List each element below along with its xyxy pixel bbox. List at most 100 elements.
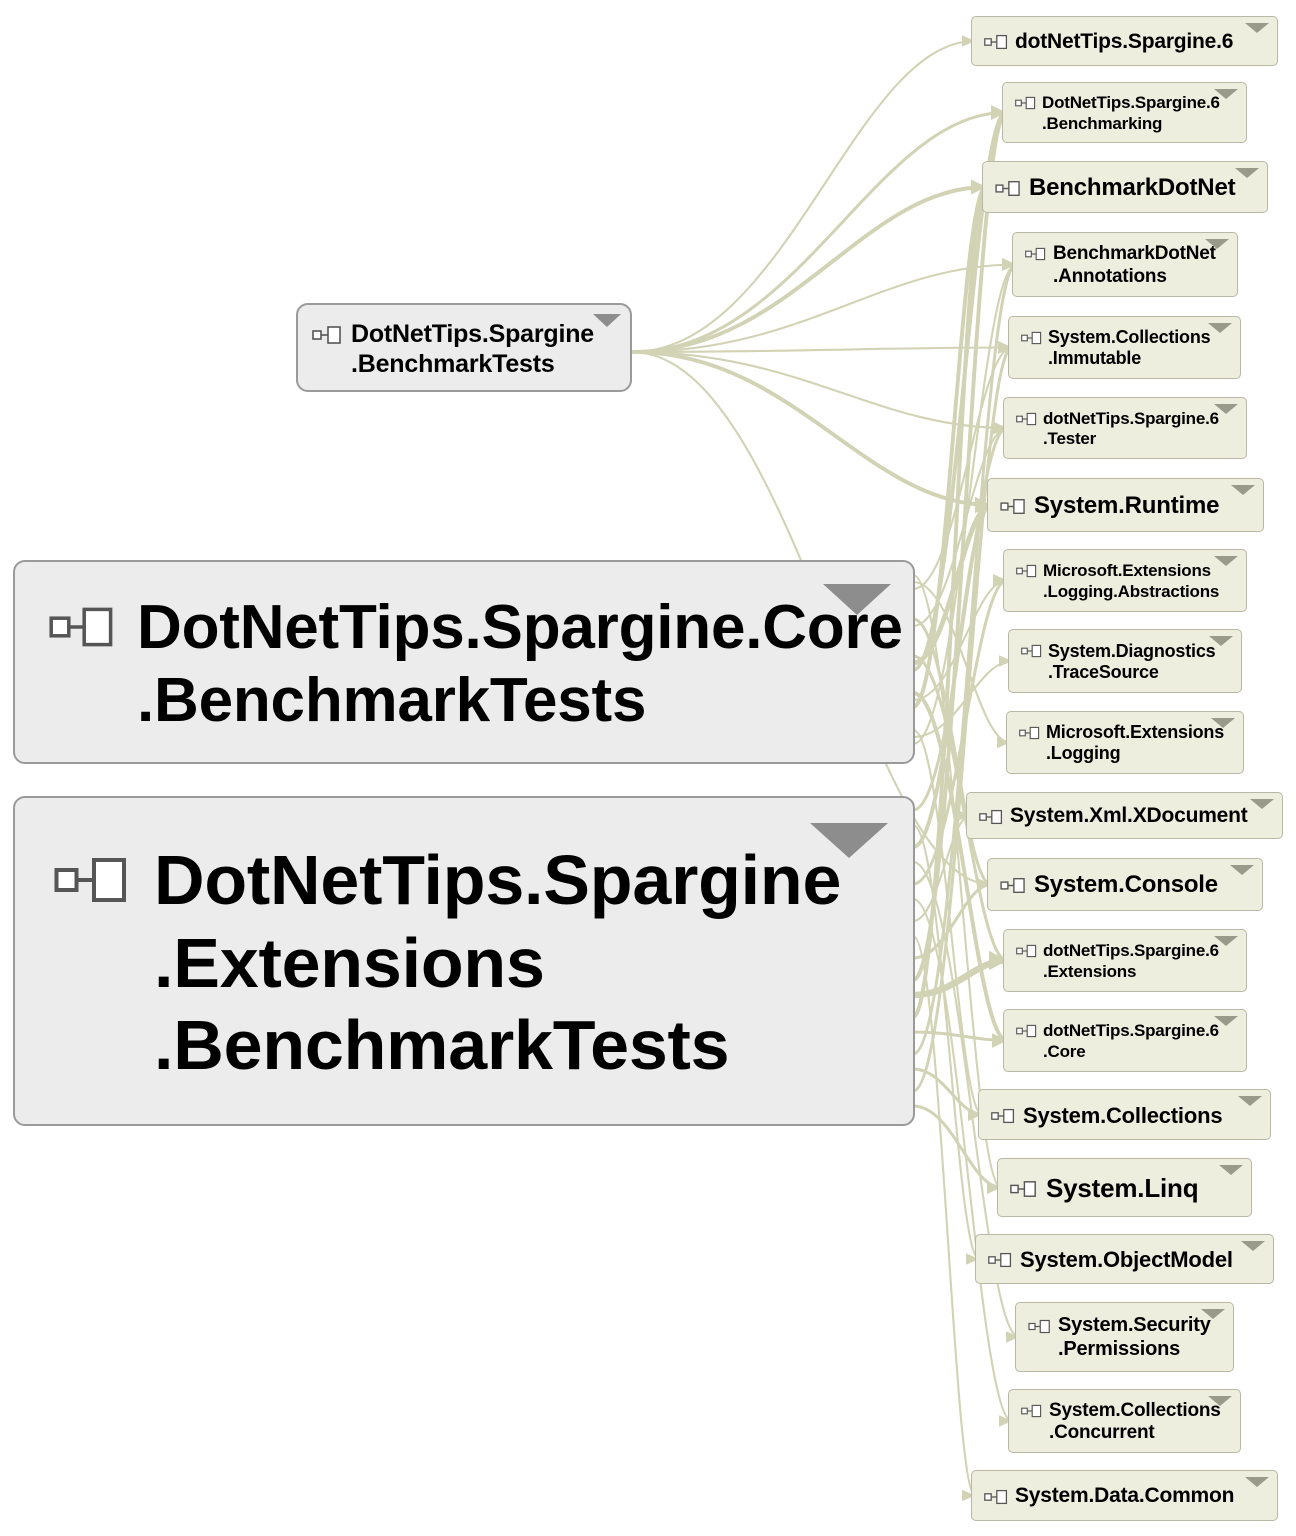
chevron-down-icon[interactable]	[1214, 404, 1238, 414]
node-label: DotNetTips.Spargine.Core .BenchmarkTests	[137, 592, 903, 735]
source-node-spargine-core-benchmarktests[interactable]: DotNetTips.Spargine.Core .BenchmarkTests	[13, 560, 915, 764]
module-icon	[54, 855, 129, 910]
target-node-spargine-6-extensions[interactable]: dotNetTips.Spargine.6 .Extensions	[1003, 929, 1247, 992]
edge-arrowhead	[976, 497, 991, 513]
dependency-edge	[911, 823, 981, 1261]
module-icon	[1021, 331, 1042, 350]
chevron-down-icon[interactable]	[1205, 239, 1229, 249]
target-node-system-console[interactable]: System.Console	[987, 858, 1263, 911]
edge-arrowhead	[966, 1253, 979, 1265]
dependency-edge	[911, 728, 984, 1116]
chevron-down-icon[interactable]	[810, 823, 888, 858]
target-node-system-collections[interactable]: System.Collections	[978, 1089, 1271, 1140]
chevron-down-icon[interactable]	[1230, 865, 1254, 875]
node-label: DotNetTips.Spargine .BenchmarkTests	[351, 320, 594, 378]
chevron-down-icon[interactable]	[1211, 718, 1235, 728]
dependency-edge	[911, 185, 988, 1019]
chevron-down-icon[interactable]	[1235, 168, 1259, 178]
target-node-microsoft-extensions-logging[interactable]: Microsoft.Extensions .Logging	[1006, 711, 1244, 774]
dependency-edge	[630, 350, 1009, 430]
edge-arrowhead	[977, 877, 991, 892]
chevron-down-icon[interactable]	[1209, 636, 1233, 646]
chevron-down-icon[interactable]	[1208, 1396, 1232, 1406]
edge-arrowhead	[993, 421, 1007, 435]
module-icon	[991, 1108, 1015, 1129]
node-label: System.Collections .Concurrent	[1049, 1399, 1221, 1443]
node-label: System.Runtime	[1034, 491, 1220, 519]
dependency-edge	[911, 691, 1009, 1043]
dependency-edge	[630, 350, 993, 507]
node-label: System.Collections	[1023, 1102, 1223, 1128]
module-icon	[49, 605, 115, 654]
dependency-edge	[911, 897, 1014, 1423]
source-node-spargine-extensions-benchmarktests[interactable]: DotNetTips.Spargine .Extensions .Benchma…	[13, 796, 915, 1126]
edge-arrowhead	[991, 105, 1006, 120]
target-node-system-diagnostics-tracesource[interactable]: System.Diagnostics .TraceSource	[1008, 629, 1242, 693]
edge-arrowhead	[997, 736, 1010, 749]
target-node-system-collections-immutable[interactable]: System.Collections .Immutable	[1008, 316, 1241, 379]
node-label: BenchmarkDotNet	[1029, 173, 1236, 201]
dependency-edge	[911, 185, 988, 709]
edge-arrowhead	[971, 179, 986, 195]
node-label: dotNetTips.Spargine.6 .Extensions	[1043, 941, 1219, 981]
module-icon	[1016, 564, 1037, 583]
edge-arrowhead	[1006, 1331, 1019, 1343]
chevron-down-icon[interactable]	[1201, 1309, 1225, 1319]
node-label: Microsoft.Extensions .Logging.Abstractio…	[1043, 561, 1220, 601]
target-node-spargine-6-core[interactable]: dotNetTips.Spargine.6 .Core	[1003, 1009, 1247, 1072]
chevron-down-icon[interactable]	[1214, 89, 1238, 99]
module-icon	[1016, 944, 1037, 963]
node-label: dotNetTips.Spargine.6	[1015, 29, 1234, 53]
module-icon	[988, 1252, 1012, 1273]
target-node-benchmarkdotnet[interactable]: BenchmarkDotNet	[982, 161, 1268, 213]
chevron-down-icon[interactable]	[1238, 1096, 1262, 1106]
target-node-spargine-6-benchmarking[interactable]: DotNetTips.Spargine.6 .Benchmarking	[1002, 82, 1247, 143]
target-node-system-security-permissions[interactable]: System.Security .Permissions	[1015, 1302, 1234, 1372]
chevron-down-icon[interactable]	[1208, 323, 1232, 333]
chevron-down-icon[interactable]	[1231, 485, 1255, 495]
dependency-edge	[630, 111, 1008, 354]
chevron-down-icon[interactable]	[823, 584, 891, 615]
edge-arrowhead	[962, 35, 975, 47]
chevron-down-icon[interactable]	[593, 314, 621, 327]
node-label: System.Data.Common	[1015, 1484, 1235, 1508]
dependency-edge	[911, 934, 977, 1497]
node-label: dotNetTips.Spargine.6 .Core	[1043, 1021, 1219, 1061]
edge-arrowhead	[999, 1415, 1012, 1427]
node-label: DotNetTips.Spargine .Extensions .Benchma…	[154, 841, 842, 1085]
dependency-edge	[911, 580, 1012, 744]
chevron-down-icon[interactable]	[1214, 556, 1238, 566]
chevron-down-icon[interactable]	[1219, 1165, 1243, 1175]
target-node-microsoft-extensions-logging-abstractions[interactable]: Microsoft.Extensions .Logging.Abstractio…	[1003, 549, 1247, 612]
module-icon	[1016, 1024, 1037, 1043]
module-icon	[995, 180, 1021, 202]
dependency-edge	[630, 39, 977, 353]
edge-arrowhead	[962, 1489, 975, 1502]
target-node-system-linq[interactable]: System.Linq	[997, 1158, 1252, 1217]
node-label: System.Diagnostics .TraceSource	[1048, 640, 1216, 682]
chevron-down-icon[interactable]	[1245, 1477, 1269, 1487]
source-node-spargine-benchmarktests[interactable]: DotNetTips.Spargine .BenchmarkTests	[296, 303, 632, 392]
target-node-system-collections-concurrent[interactable]: System.Collections .Concurrent	[1008, 1389, 1241, 1453]
target-node-system-xml-xdocument[interactable]: System.Xml.XDocument	[966, 792, 1283, 839]
chevron-down-icon[interactable]	[1214, 936, 1238, 946]
chevron-down-icon[interactable]	[1241, 1241, 1265, 1251]
module-icon	[984, 1489, 1008, 1510]
module-icon	[1016, 412, 1037, 431]
dependency-edge	[911, 814, 972, 923]
target-node-system-objectmodel[interactable]: System.ObjectModel	[975, 1234, 1274, 1284]
node-label: System.Linq	[1046, 1173, 1199, 1204]
dependency-edge	[911, 860, 1021, 1339]
chevron-down-icon[interactable]	[1245, 23, 1269, 33]
target-node-benchmarkdotnet-annotations[interactable]: BenchmarkDotNet .Annotations	[1012, 232, 1238, 297]
chevron-down-icon[interactable]	[1214, 1016, 1238, 1026]
edge-arrowhead	[989, 950, 1007, 971]
target-node-spargine-6-tester[interactable]: dotNetTips.Spargine.6 .Tester	[1003, 397, 1247, 459]
target-node-system-runtime[interactable]: System.Runtime	[987, 478, 1264, 532]
target-node-system-data-common[interactable]: System.Data.Common	[971, 1470, 1278, 1521]
node-label: System.Console	[1034, 871, 1218, 899]
edge-arrowhead	[998, 340, 1012, 355]
chevron-down-icon[interactable]	[1250, 799, 1274, 809]
target-node-dotnettips-spargine-6[interactable]: dotNetTips.Spargine.6	[971, 16, 1278, 66]
edge-arrowhead	[987, 1180, 1001, 1195]
